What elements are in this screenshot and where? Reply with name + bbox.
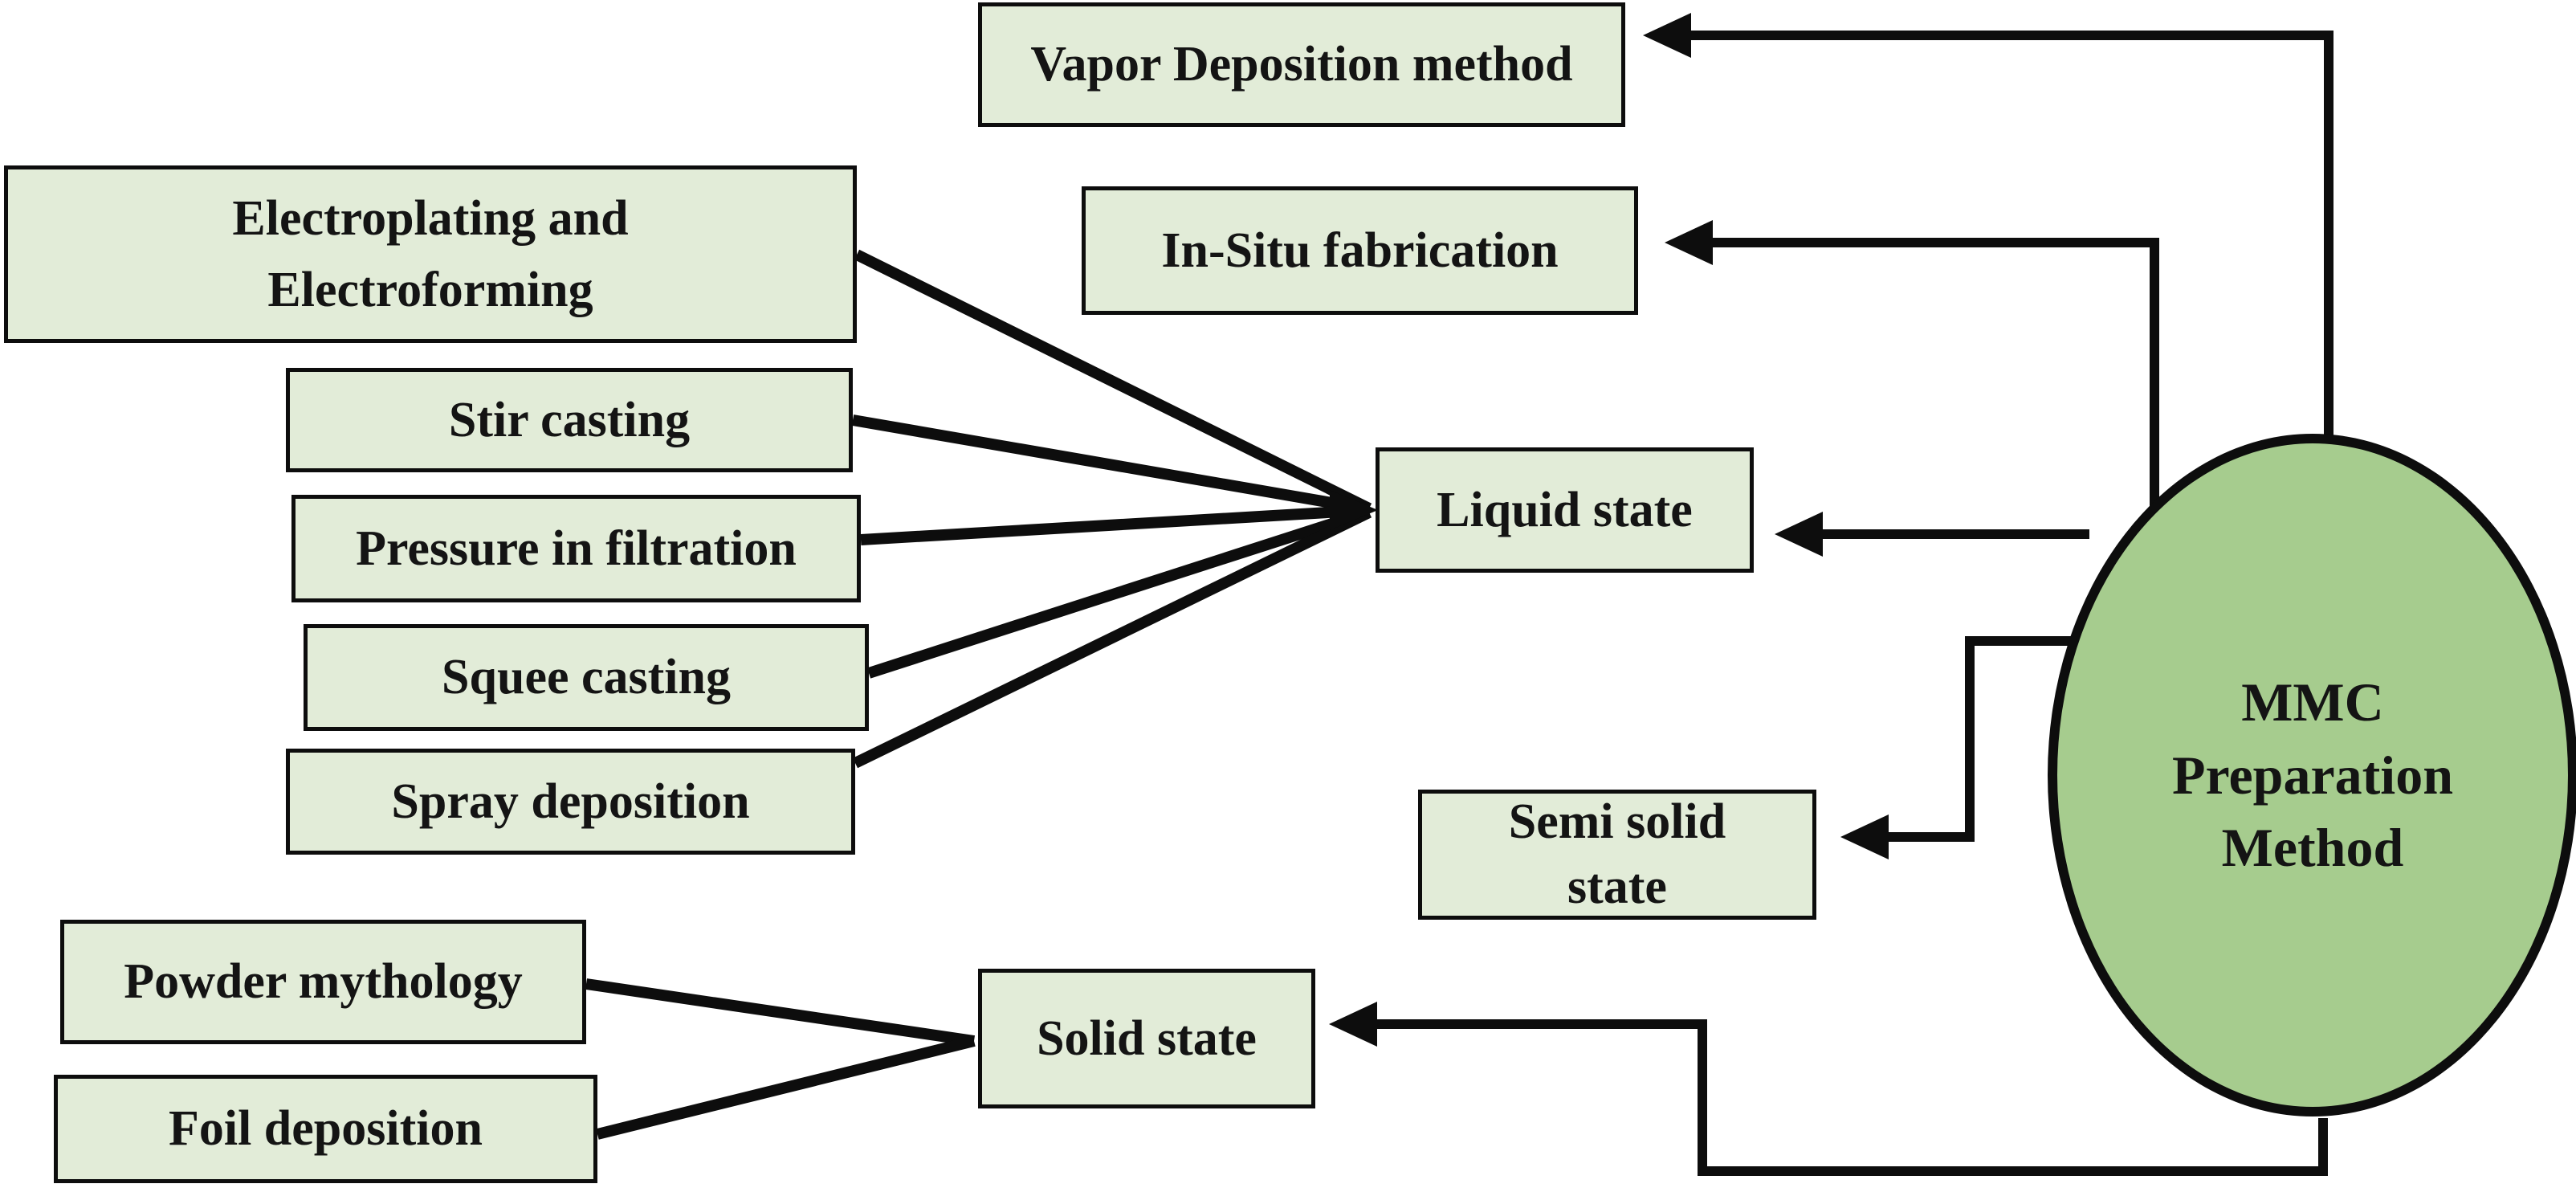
node-spray-deposition: Spray deposition (286, 749, 855, 855)
arrow-ellipse-to-solid (1372, 1019, 2328, 1176)
line-squee-to-liquid (866, 506, 1372, 679)
node-mmc-preparation-method-ellipse: MMC Preparation Method (2048, 434, 2576, 1116)
arrowhead-vapor (1643, 13, 1691, 58)
line-foil-to-solid (596, 1035, 976, 1140)
arrow-ellipse-to-vapor (1686, 31, 2333, 441)
node-powder-mythology: Powder mythology (60, 920, 586, 1044)
line-stir-to-liquid (851, 414, 1371, 515)
lines-to-liquid-state (851, 249, 1378, 769)
node-squee-casting: Squee casting (304, 624, 869, 731)
node-pressure-in-filtration: Pressure in filtration (291, 495, 861, 602)
node-stir-casting: Stir casting (286, 368, 853, 472)
node-liquid-state: Liquid state (1376, 447, 1754, 573)
node-semi-solid-state: Semi solid state (1418, 790, 1816, 920)
arrow-ellipse-to-insitu (1708, 238, 2159, 506)
node-electroplating-electroforming: Electroplating and Electroforming (4, 165, 857, 343)
lines-to-solid-state (585, 978, 976, 1140)
arrowhead-semisolid (1840, 814, 1889, 859)
node-foil-deposition: Foil deposition (54, 1075, 597, 1183)
node-solid-state: Solid state (978, 969, 1315, 1108)
line-powder-to-solid (585, 978, 976, 1047)
arrowhead-liquid (1775, 512, 1823, 557)
line-spray-to-liquid (852, 507, 1372, 769)
line-pressure-to-liquid (860, 504, 1370, 545)
arrow-ellipse-to-semisolid (1884, 636, 2089, 842)
line-electroplating-to-liquid (854, 249, 1372, 514)
node-in-situ-fabrication: In-Situ fabrication (1082, 186, 1638, 315)
node-vapor-deposition-method: Vapor Deposition method (978, 2, 1625, 127)
arrowhead-insitu (1665, 220, 1713, 265)
arrowhead-into-liquid-left (1330, 490, 1378, 530)
arrowhead-solid (1329, 1002, 1377, 1047)
